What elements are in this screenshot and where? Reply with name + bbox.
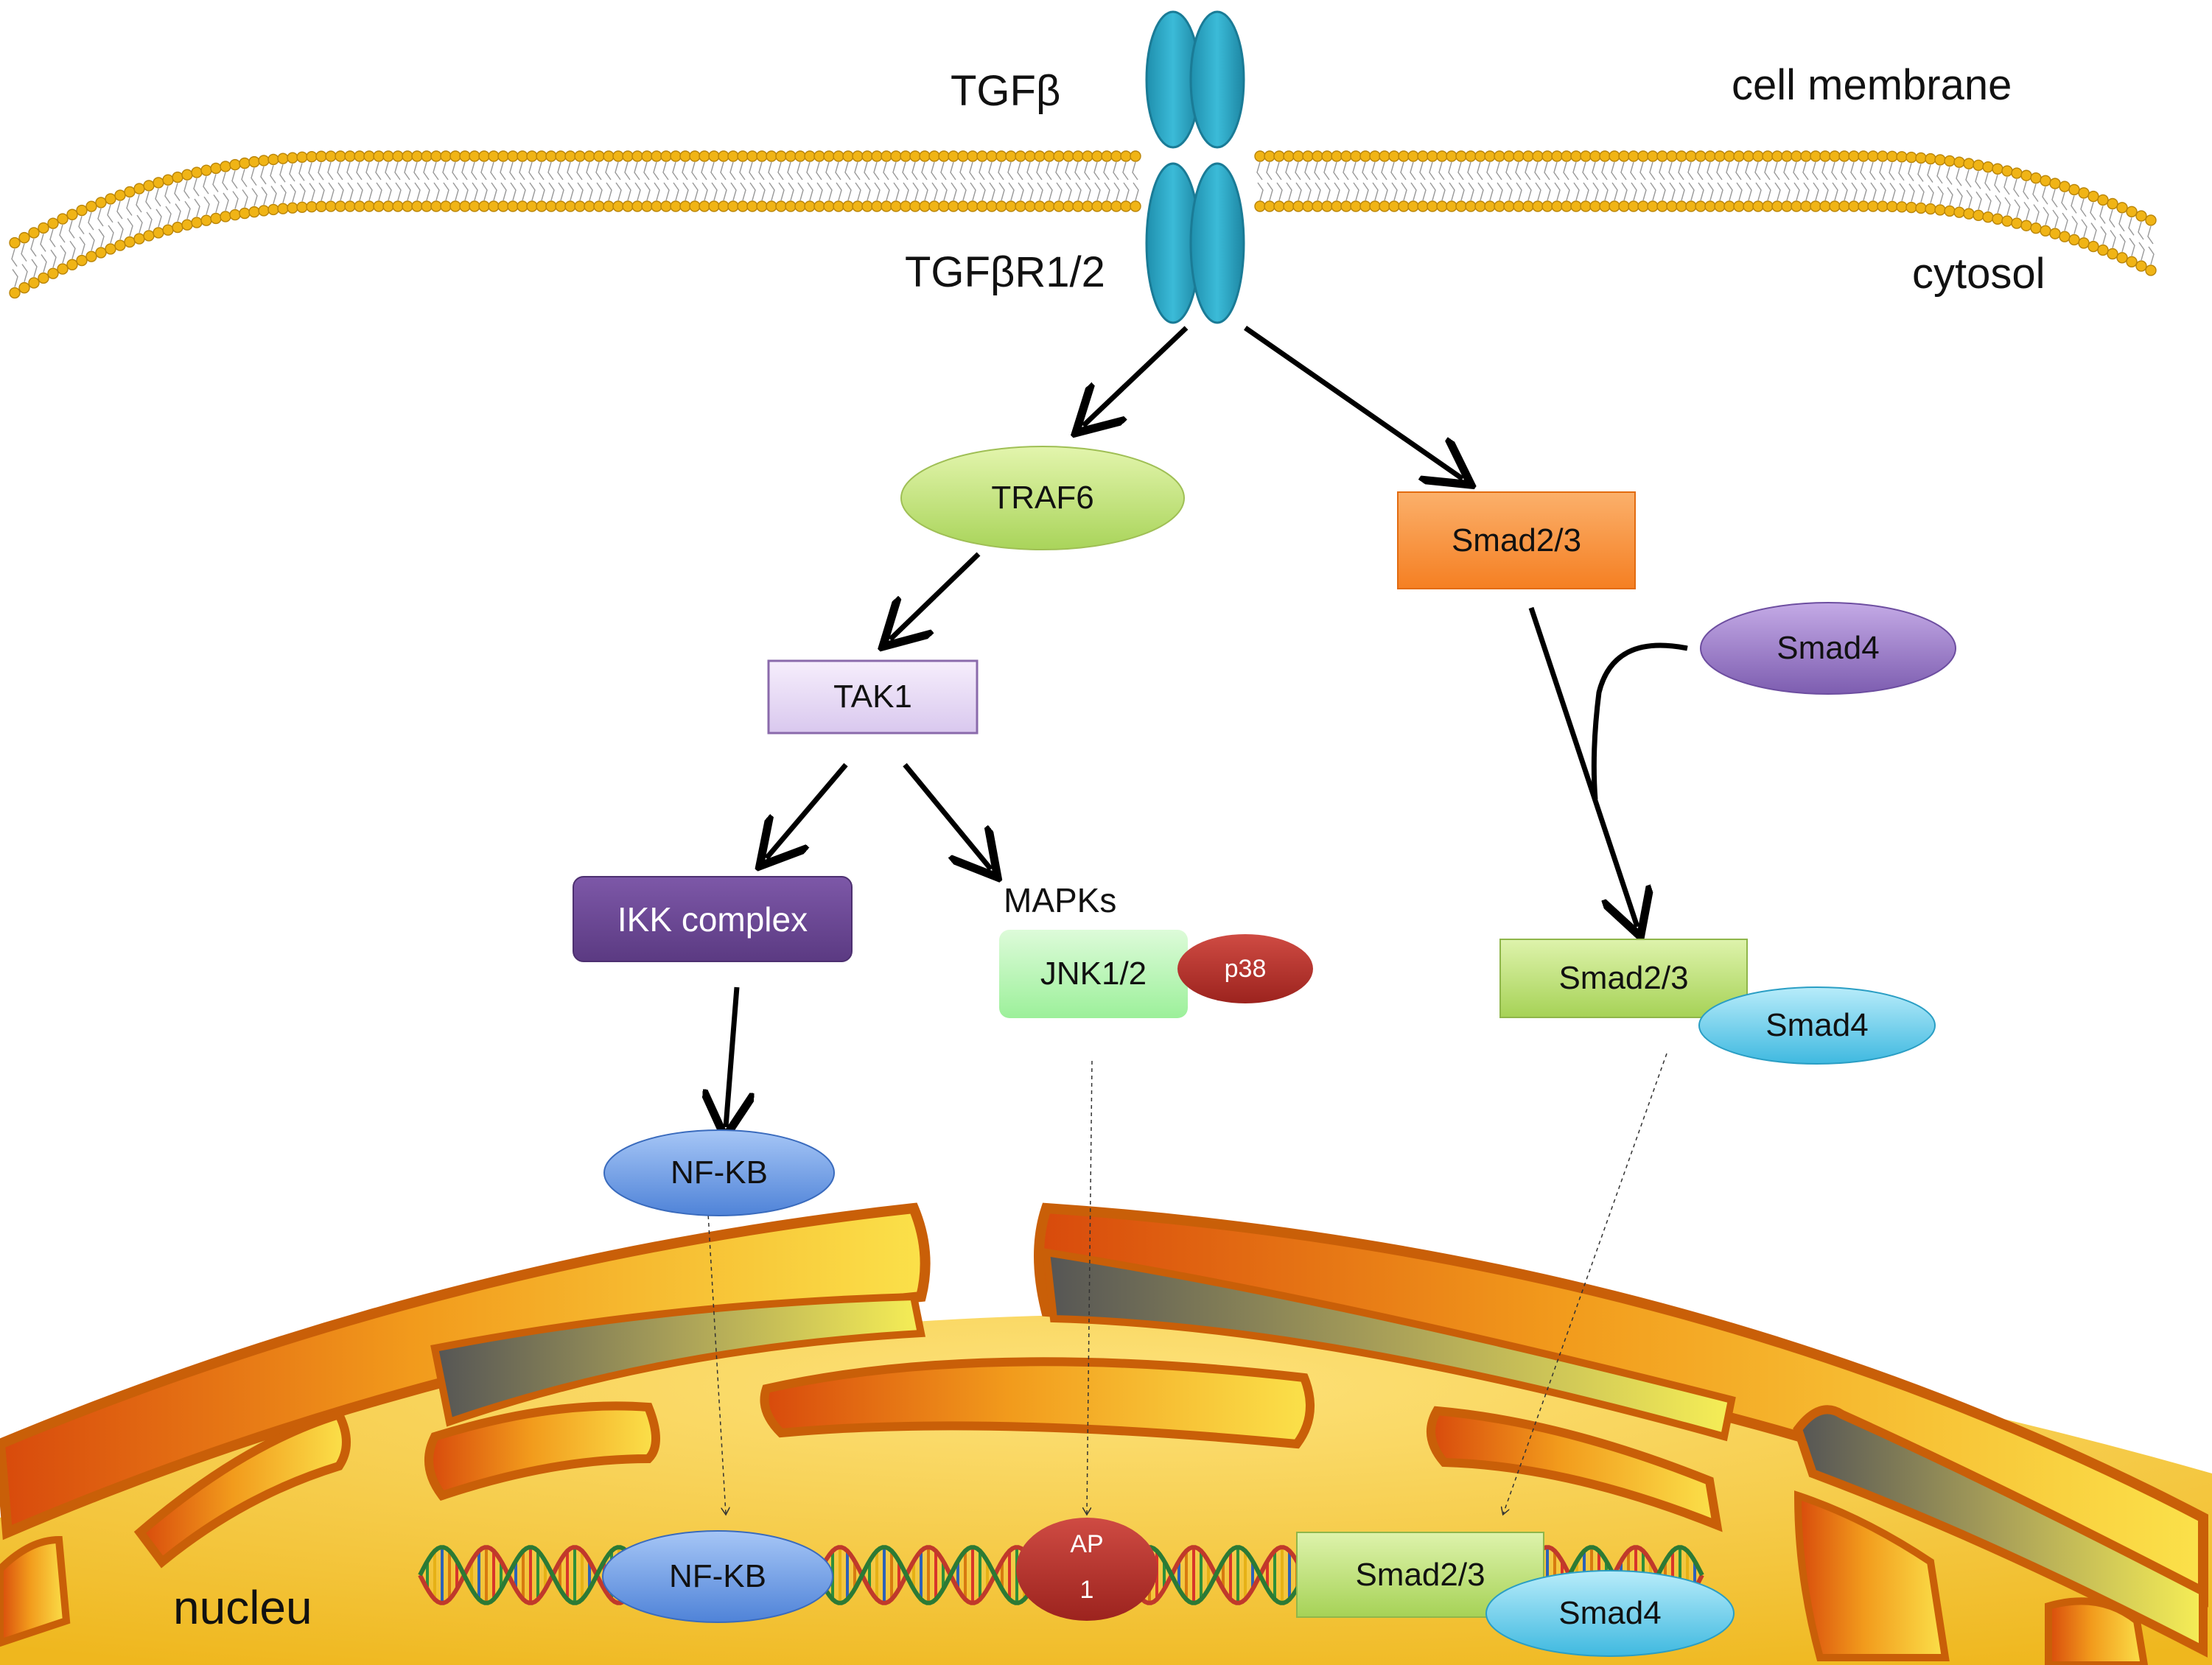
er-band bbox=[760, 1357, 1315, 1449]
tgfb-receptor bbox=[1145, 10, 1245, 324]
ap1-text-line2: 1 bbox=[1079, 1575, 1094, 1604]
smad4-complex-node bbox=[1698, 986, 1936, 1065]
smad23-complex-text: Smad2/3 bbox=[1558, 960, 1689, 996]
smad4-complex-text: Smad4 bbox=[1765, 1007, 1869, 1043]
nfkb-cyto-text: NF-KB bbox=[671, 1154, 768, 1191]
nucleus-label: nucleu bbox=[173, 1581, 312, 1634]
smad23-complex-node bbox=[1499, 939, 1748, 1018]
arrow-tak1-to-mapks bbox=[903, 763, 991, 869]
smad4-free-node bbox=[1700, 602, 1956, 695]
receptor-label: TGFβR1/2 bbox=[905, 248, 1105, 296]
p38-text: p38 bbox=[1224, 954, 1267, 983]
er-band bbox=[133, 1409, 351, 1568]
dotted-arrows bbox=[707, 1053, 1667, 1514]
arrow-traf6-to-tak1 bbox=[890, 552, 981, 639]
cytosol-label: cytosol bbox=[1912, 250, 2045, 298]
ikk-complex-node bbox=[573, 876, 853, 962]
arrow-tak1-to-ikk bbox=[766, 763, 848, 858]
jnk-node bbox=[999, 930, 1188, 1018]
smad4-dna-text: Smad4 bbox=[1558, 1595, 1662, 1631]
er-band bbox=[1793, 1490, 1950, 1661]
arrow-receptor-to-smad23 bbox=[1244, 326, 1463, 479]
er-band bbox=[1427, 1406, 1723, 1532]
nfkb-dna-text: NF-KB bbox=[669, 1558, 766, 1594]
lipid-tails bbox=[11, 161, 2155, 287]
smad4-free-text: Smad4 bbox=[1777, 630, 1880, 666]
ap1-text-line1: AP bbox=[1070, 1529, 1104, 1558]
arrow-smad4-join bbox=[1591, 642, 1688, 800]
smad23-dna-text: Smad2/3 bbox=[1355, 1556, 1485, 1593]
membrane-label: cell membrane bbox=[1732, 61, 2012, 109]
smad4-dna-node bbox=[1485, 1570, 1735, 1657]
nfkb-dna-node bbox=[602, 1530, 833, 1623]
jnk-text: JNK1/2 bbox=[1040, 956, 1147, 992]
p38-node bbox=[1177, 934, 1313, 1003]
traf6-text: TRAF6 bbox=[991, 480, 1094, 516]
dotted-arrow-nfkb bbox=[707, 1200, 726, 1514]
tak1-node bbox=[767, 659, 979, 735]
arrow-ikk-to-nfkb bbox=[726, 986, 737, 1127]
mapks-label: MAPKs bbox=[1004, 881, 1117, 919]
dotted-arrow-smad bbox=[1503, 1053, 1667, 1514]
ikk-complex-text: IKK complex bbox=[617, 900, 808, 939]
arrow-receptor-to-traf6 bbox=[1083, 326, 1189, 426]
tgfb-label: TGFβ bbox=[951, 67, 1061, 115]
smad23-top-node bbox=[1397, 491, 1636, 589]
er-band bbox=[2045, 1597, 2149, 1665]
lipid-heads bbox=[9, 150, 2157, 299]
dotted-arrow-ap1 bbox=[1087, 1060, 1093, 1514]
nfkb-cyto-node bbox=[603, 1129, 835, 1216]
er-band bbox=[424, 1401, 660, 1501]
er-inner-band bbox=[430, 1292, 926, 1427]
smad23-top-text: Smad2/3 bbox=[1451, 522, 1582, 558]
er-band bbox=[0, 1535, 71, 1647]
ap1-dna-node bbox=[1016, 1518, 1158, 1621]
er-inner-band bbox=[1042, 1248, 1736, 1442]
er-band bbox=[1793, 1405, 2208, 1658]
traf6-node bbox=[900, 446, 1185, 550]
cell-membrane bbox=[9, 150, 2157, 299]
arrows bbox=[726, 326, 1688, 1127]
arrow-smad23-to-complex bbox=[1528, 606, 1637, 927]
tak1-text: TAK1 bbox=[833, 679, 912, 715]
